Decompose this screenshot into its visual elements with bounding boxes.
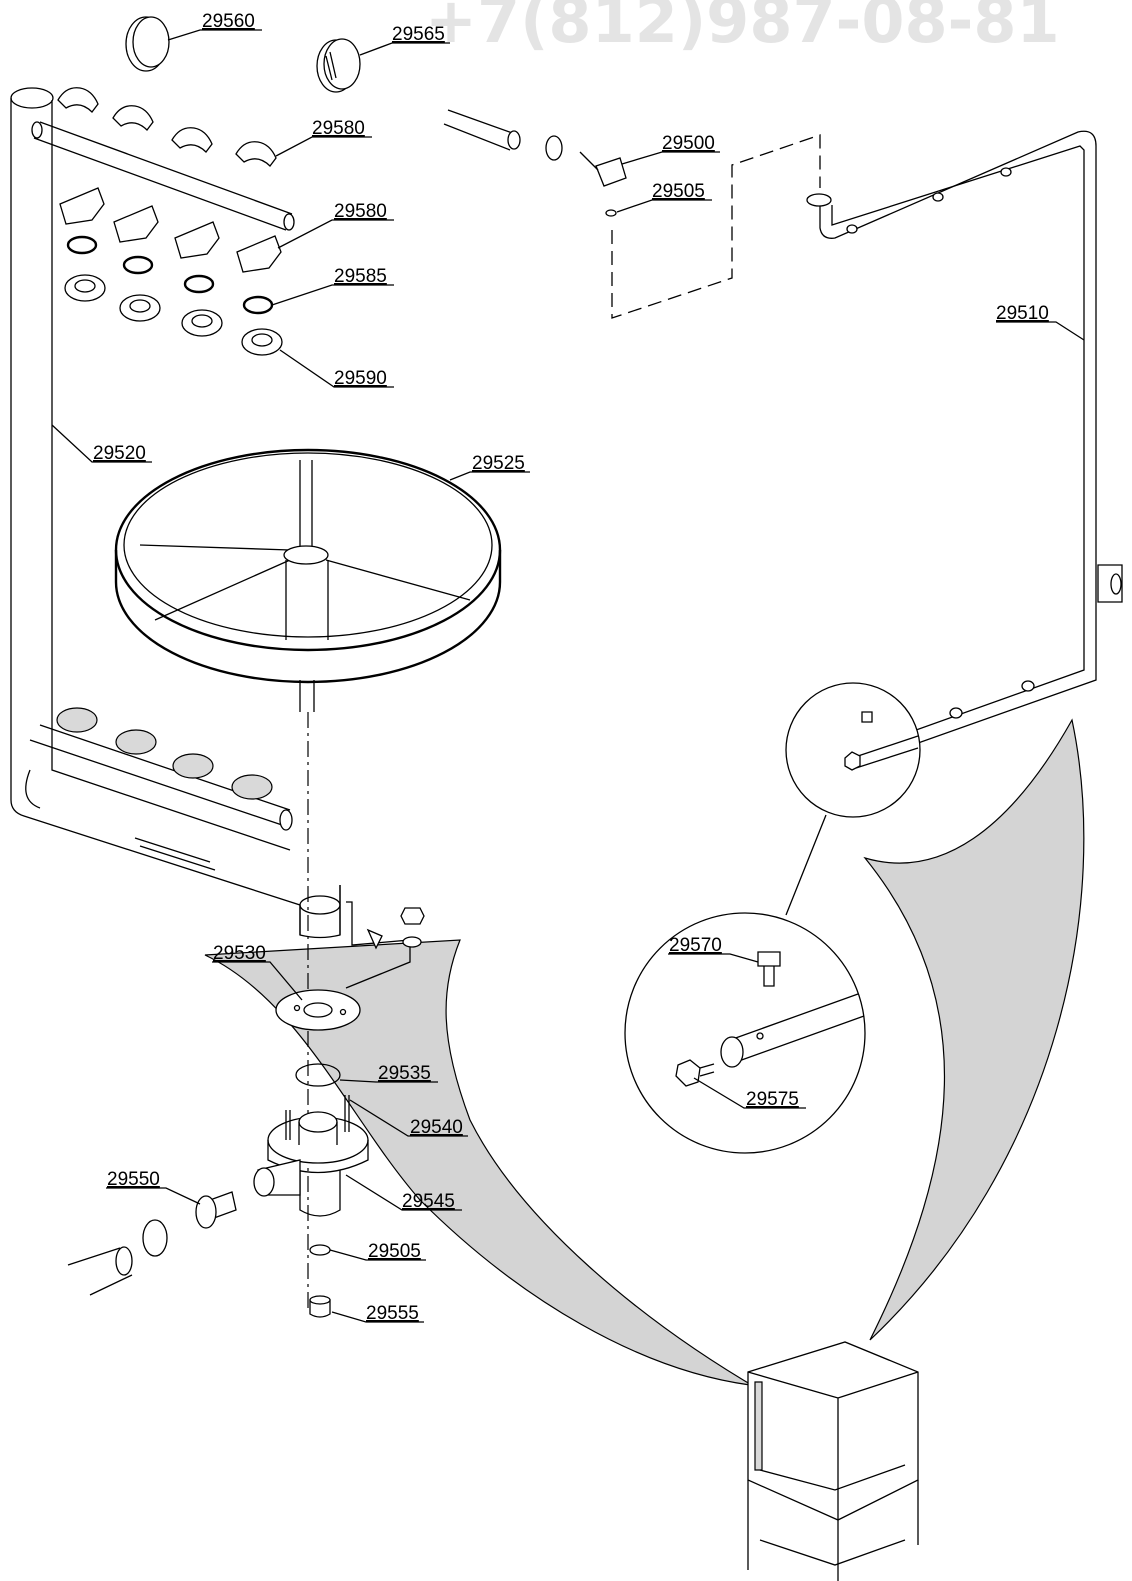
dishwasher-machine xyxy=(747,1341,919,1581)
leader-29560 xyxy=(167,29,262,41)
phone-watermark: +7(812)987-08-81 xyxy=(425,0,1060,57)
part-label-29590: 29590 xyxy=(334,368,387,389)
part-label-29575: 29575 xyxy=(746,1089,799,1110)
wing-nut-assembly xyxy=(345,901,425,989)
leader-29525 xyxy=(449,471,530,481)
fittings-29550 xyxy=(67,1191,237,1296)
leader-29530 xyxy=(212,961,303,1001)
spray-arm-29510 xyxy=(806,130,1123,761)
detail-circle-small xyxy=(785,680,1035,818)
leader-29520 xyxy=(51,424,152,463)
washer-29505-bottom xyxy=(309,1244,331,1256)
part-label-29500: 29500 xyxy=(662,133,715,154)
detail-leader xyxy=(785,814,827,916)
leader-29590 xyxy=(279,349,394,388)
leader-29550 xyxy=(106,1187,201,1205)
leader-29500 xyxy=(621,151,720,165)
leader-29570 xyxy=(668,953,759,963)
leader-29575 xyxy=(693,1077,806,1109)
part-label-29505-top: 29505 xyxy=(652,181,705,202)
leader-29585 xyxy=(271,284,394,306)
part-label-29560: 29560 xyxy=(202,11,255,32)
washer-29505-top xyxy=(605,209,617,217)
part-label-29565: 29565 xyxy=(392,24,445,45)
part-label-29545: 29545 xyxy=(402,1191,455,1212)
hose-and-elbow-29500 xyxy=(443,109,627,187)
leader-29555 xyxy=(331,1311,424,1323)
part-label-29540: 29540 xyxy=(410,1117,463,1138)
leader-29505b xyxy=(329,1249,426,1261)
pipe-29520 xyxy=(10,87,341,939)
part-label-29555: 29555 xyxy=(366,1303,419,1324)
o-rings-29585 xyxy=(66,235,274,315)
clip-row-top xyxy=(57,87,277,167)
dashed-connector-top xyxy=(611,134,821,319)
clip-row-second xyxy=(59,187,282,273)
leader-29505a xyxy=(616,199,712,213)
housing-29545 xyxy=(253,1095,369,1217)
part-label-29550: 29550 xyxy=(107,1169,160,1190)
spray-manifold xyxy=(29,707,293,831)
cap-29560 xyxy=(125,16,170,72)
gasket-29535 xyxy=(295,1063,341,1087)
part-label-29535: 29535 xyxy=(378,1063,431,1084)
cap-29565 xyxy=(316,38,361,93)
part-label-29580-a: 29580 xyxy=(312,118,365,139)
detail-circle-large xyxy=(624,912,866,1154)
part-label-29510: 29510 xyxy=(996,303,1049,324)
leader-29565 xyxy=(359,42,450,56)
leader-29510 xyxy=(996,321,1085,341)
leader-29580a xyxy=(275,136,372,157)
flange-29530 xyxy=(275,989,361,1031)
leader-29545 xyxy=(345,1174,462,1211)
leader-29580b xyxy=(277,219,394,249)
part-label-29570: 29570 xyxy=(669,935,722,956)
plug-29555 xyxy=(309,1295,331,1318)
part-label-29520: 29520 xyxy=(93,443,146,464)
right-zoom-swath xyxy=(863,718,1085,1341)
part-label-29580-b: 29580 xyxy=(334,201,387,222)
part-label-29505-bottom: 29505 xyxy=(368,1241,421,1262)
part-label-29525: 29525 xyxy=(472,453,525,474)
ring-29525 xyxy=(114,448,502,712)
rod-29580 xyxy=(31,121,295,231)
leader-29535 xyxy=(339,1079,438,1083)
leader-29540 xyxy=(349,1099,468,1137)
nozzles-29590 xyxy=(64,274,283,356)
part-label-29530: 29530 xyxy=(213,943,266,964)
part-label-29585: 29585 xyxy=(334,266,387,287)
